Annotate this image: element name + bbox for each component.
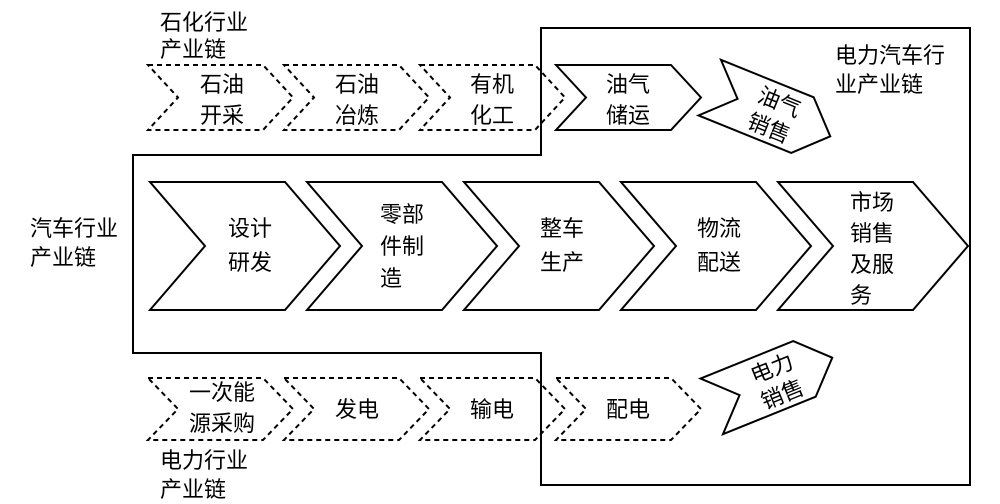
chevron-organic-chemicals <box>417 64 567 131</box>
ev-chain-title-line-1: 电力汽车行 <box>835 44 945 69</box>
step-label-line: 研发 <box>228 251 272 276</box>
step-oil-extraction: 石油 开采 <box>145 64 295 131</box>
step-label-line: 源采购 <box>189 412 255 437</box>
chevron-vehicle-production <box>461 181 656 311</box>
step-label-line: 整车 <box>540 217 584 242</box>
chevron-power-transmission <box>417 377 567 441</box>
ev-chain-title-line-2: 业产业链 <box>835 73 923 98</box>
step-label-line: 务 <box>850 284 872 309</box>
step-label-line: 化工 <box>470 104 514 129</box>
step-label-line: 输电 <box>470 398 514 423</box>
chevron-oil-gas-sales <box>695 58 832 155</box>
petrochemical-chain-title-line-2: 产业链 <box>160 38 226 63</box>
step-label-line: 石油 <box>200 73 244 98</box>
step-vehicle-production: 整车 生产 <box>461 181 656 311</box>
chevron-oil-gas-storage-transport <box>553 64 703 131</box>
chevron-power-sales <box>697 339 834 436</box>
step-oil-gas-sales: 油气 销售 <box>695 58 832 155</box>
step-power-sales: 电力 销售 <box>697 339 834 436</box>
step-oil-refining: 石油 冶炼 <box>281 64 431 131</box>
step-label-line: 油气 <box>606 73 650 98</box>
chevron-oil-refining <box>281 64 431 131</box>
step-oil-gas-storage-transport: 油气 储运 <box>553 64 703 131</box>
step-label-line: 储运 <box>606 104 650 129</box>
step-label-line: 发电 <box>335 398 379 423</box>
chevron-power-generation <box>281 377 431 441</box>
step-label-line: 配电 <box>606 398 650 423</box>
step-primary-energy-procurement: 一次能 源采购 <box>145 377 295 441</box>
chevron-logistics-delivery <box>618 181 813 311</box>
step-logistics-delivery: 物流 配送 <box>618 181 813 311</box>
step-power-transmission: 输电 <box>417 377 567 441</box>
automotive-chain-title-line-2: 产业链 <box>30 246 96 271</box>
chevron-oil-extraction <box>145 64 295 131</box>
step-label-line: 市场 <box>850 191 894 216</box>
chevron-marketing-sales-service <box>775 181 970 311</box>
step-label-line: 件制 <box>380 235 424 260</box>
power-chain-title-line-2: 产业链 <box>160 478 226 503</box>
step-parts-manufacturing: 零部 件制 造 <box>304 181 499 311</box>
step-label-line: 石油 <box>335 73 379 98</box>
step-organic-chemicals: 有机 化工 <box>417 64 567 131</box>
step-label-line: 开采 <box>200 104 244 129</box>
step-label-line: 销售 <box>850 222 894 247</box>
step-label-line: 零部 <box>380 203 424 228</box>
chevron-parts-manufacturing <box>304 181 499 311</box>
step-design-rd: 设计 研发 <box>147 181 342 311</box>
step-power-generation: 发电 <box>281 377 431 441</box>
step-marketing-sales-service: 市场 销售 及服 务 <box>775 181 970 311</box>
step-label-line: 冶炼 <box>335 104 379 129</box>
ev-chain-boundary <box>132 27 971 486</box>
power-chain-title-line-1: 电力行业 <box>160 449 248 474</box>
petrochemical-chain-title-line-1: 石化行业 <box>160 11 248 36</box>
chevron-power-distribution <box>553 377 703 441</box>
step-label-line: 物流 <box>697 217 741 242</box>
automotive-chain-title-line-1: 汽车行业 <box>30 217 118 242</box>
step-power-distribution: 配电 <box>553 377 703 441</box>
step-label-line: 一次能 <box>189 381 255 406</box>
step-label-line: 造 <box>380 267 402 292</box>
step-label-line: 及服 <box>850 253 894 278</box>
chevron-primary-energy-procurement <box>145 377 295 441</box>
step-label-line: 有机 <box>470 73 514 98</box>
chevron-design-rd <box>147 181 342 311</box>
step-label-line: 设计 <box>228 217 272 242</box>
step-label-line: 配送 <box>697 251 741 276</box>
step-label-line: 生产 <box>540 251 584 276</box>
